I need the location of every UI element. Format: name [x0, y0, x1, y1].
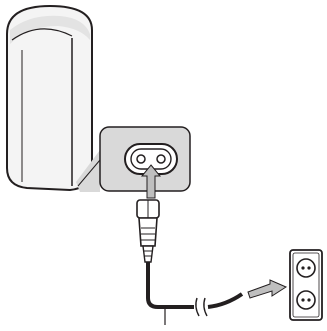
wall-outlet [289, 249, 323, 321]
callout-connector-line [77, 159, 101, 187]
power-cord [146, 262, 244, 325]
cord-segment-2 [207, 292, 244, 309]
outlet-socket-top-hole-right [307, 266, 311, 270]
power-cord-plug [136, 199, 160, 263]
speaker-rim [11, 28, 73, 41]
plug-strain-relief [142, 245, 154, 263]
ac-inlet-inner [130, 148, 172, 170]
cord-segment-1 [146, 262, 194, 309]
outlet-socket-bottom [296, 290, 316, 310]
cord-break-left [195, 297, 200, 317]
plug-strain-relief-rings [144, 250, 152, 257]
ac-inlet-pin-left [136, 154, 146, 164]
outlet-socket-top [296, 258, 316, 278]
speaker-unit [6, 4, 93, 192]
speaker-top-band [10, 15, 90, 44]
outlet-socket-bottom-hole-right [307, 298, 311, 302]
cord-break-right [203, 297, 208, 317]
outlet-socket-bottom-hole-left [301, 298, 305, 302]
ac-inlet-pin-right [156, 154, 166, 164]
ac-inlet-callout [76, 126, 191, 192]
ac-inlet [124, 143, 178, 175]
outlet-plate-inner [292, 252, 320, 318]
plug-body [138, 217, 158, 247]
plug-grip-lines [141, 227, 155, 241]
outlet-socket-top-hole-left [301, 266, 305, 270]
outlet-arrow [247, 279, 288, 299]
ac-inlet-arrow [140, 164, 162, 199]
